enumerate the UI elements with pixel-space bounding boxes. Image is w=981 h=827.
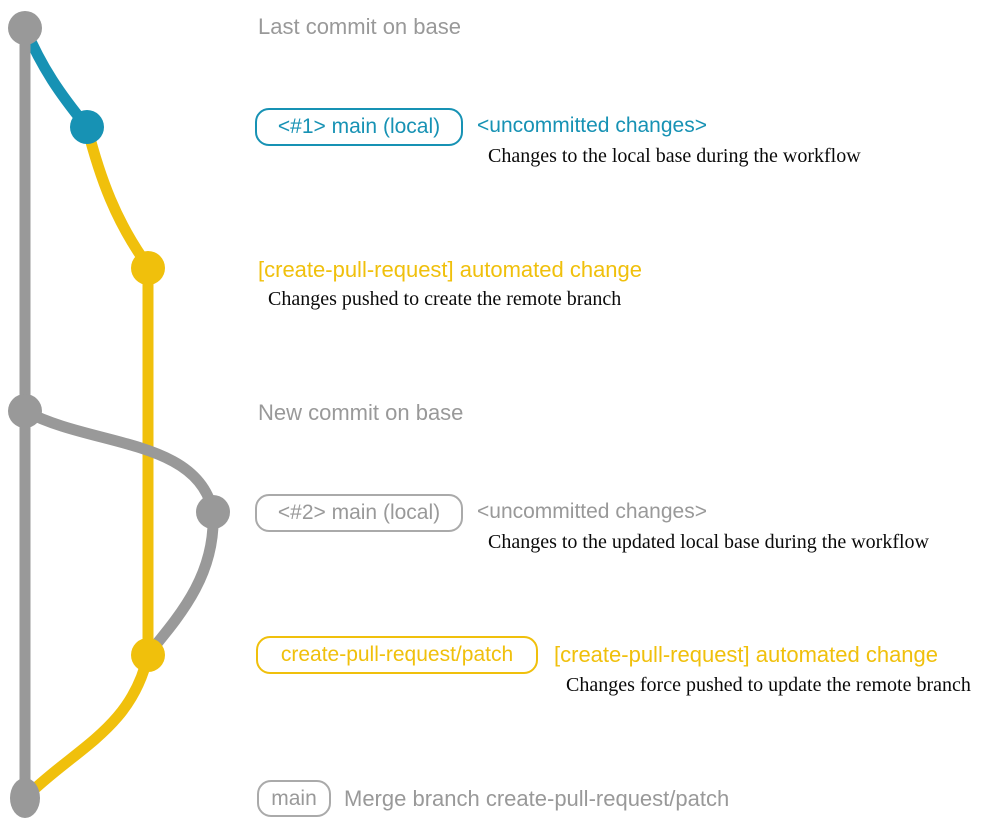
label-uncommitted-changes-2: <uncommitted changes>	[477, 500, 707, 523]
git-graph	[8, 11, 230, 818]
label-new-commit-on-base: New commit on base	[258, 400, 464, 425]
node-merge-commit	[10, 778, 40, 818]
edge-patch-branch-merge	[21, 649, 154, 802]
edge-local-branch-2-in	[144, 506, 219, 658]
branch-pill-main-local-1: <#1> main (local)	[255, 108, 463, 146]
branch-pill-main-local-2: <#2> main (local)	[255, 494, 463, 532]
node-last-commit-on-base	[8, 11, 42, 45]
node-automated-change-2	[131, 638, 165, 672]
edge-local-branch-1	[19, 22, 93, 133]
node-main-local-1	[70, 110, 104, 144]
node-new-commit-on-base	[8, 394, 42, 428]
branch-pill-patch: create-pull-request/patch	[256, 636, 538, 674]
branch-pill-main-label: main	[271, 786, 317, 810]
label-uncommitted-changes-1: <uncommitted changes>	[477, 114, 707, 137]
branch-pill-main: main	[257, 780, 331, 817]
edge-patch-branch-trunk	[81, 121, 154, 661]
node-automated-change-1	[131, 251, 165, 285]
edge-local-branch-2-out	[19, 405, 219, 518]
label-merge-commit-message: Merge branch create-pull-request/patch	[344, 786, 730, 811]
desc-automated-change-1: Changes pushed to create the remote bran…	[268, 288, 622, 310]
label-automated-change-1: [create-pull-request] automated change	[258, 257, 643, 282]
desc-uncommitted-changes-1: Changes to the local base during the wor…	[488, 145, 861, 167]
label-automated-change-2: [create-pull-request] automated change	[554, 642, 939, 667]
desc-uncommitted-changes-2: Changes to the updated local base during…	[488, 531, 929, 553]
branch-pill-patch-label: create-pull-request/patch	[280, 643, 514, 666]
node-main-local-2	[196, 495, 230, 529]
desc-automated-change-2: Changes force pushed to update the remot…	[566, 674, 971, 696]
branch-pill-main-local-1-label: <#1> main (local)	[277, 115, 441, 138]
branch-pill-main-local-2-label: <#2> main (local)	[277, 501, 441, 524]
label-last-commit-on-base: Last commit on base	[258, 14, 461, 39]
